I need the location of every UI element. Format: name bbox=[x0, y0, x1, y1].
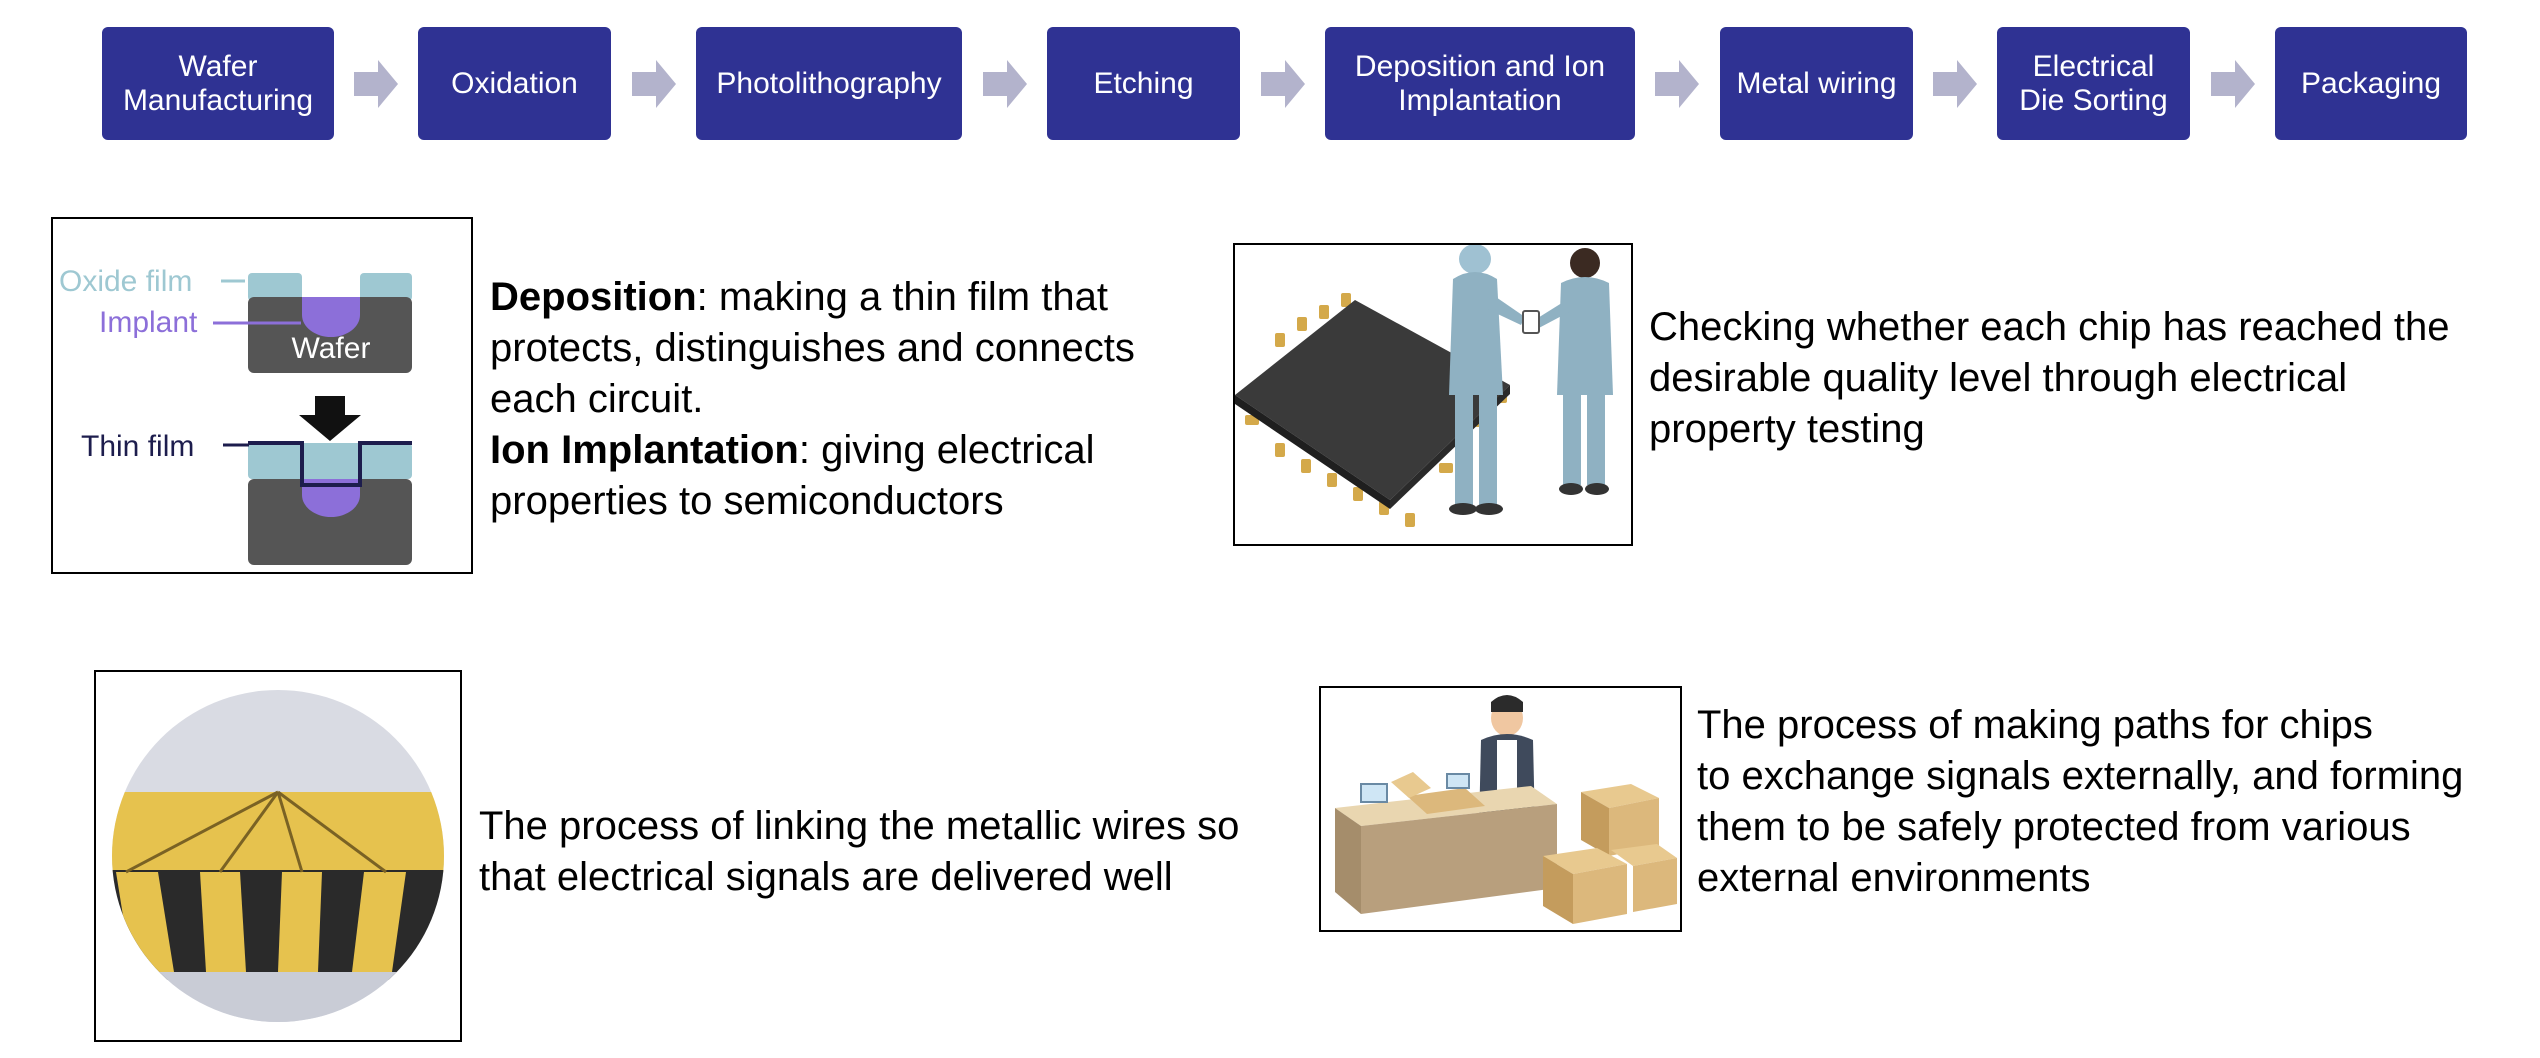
stacked-boxes-icon bbox=[1543, 784, 1677, 924]
step-oxidation: Oxidation bbox=[418, 27, 611, 140]
die-sorting-illustration bbox=[1233, 243, 1633, 546]
wafer-label: Wafer bbox=[292, 332, 371, 365]
oxide-film-left bbox=[248, 273, 302, 301]
tablet-icon bbox=[1522, 310, 1540, 334]
flow-arrow-icon bbox=[1261, 60, 1305, 108]
gold-layer bbox=[112, 792, 444, 872]
flow-arrow-icon bbox=[354, 60, 398, 108]
step-etching: Etching bbox=[1047, 27, 1240, 140]
die-sorting-description: Checking whether each chip has reached t… bbox=[1649, 305, 2450, 451]
step-electrical-die-sorting: Electrical Die Sorting bbox=[1997, 27, 2190, 140]
implant-region bbox=[302, 297, 360, 337]
oxide-film-right bbox=[360, 273, 412, 301]
implant-label: Implant bbox=[99, 306, 198, 339]
step-wafer-manufacturing: Wafer Manufacturing bbox=[102, 27, 334, 140]
flow-arrow-icon bbox=[1655, 60, 1699, 108]
oxide-film-label: Oxide film bbox=[59, 265, 192, 298]
deposition-term: Deposition bbox=[490, 275, 697, 319]
step-metal-wiring: Metal wiring bbox=[1720, 27, 1913, 140]
ion-implantation-term: Ion Implantation bbox=[490, 428, 799, 472]
metal-wiring-illustration bbox=[94, 670, 462, 1042]
worker-icon bbox=[1449, 245, 1525, 515]
step-photolithography: Photolithography bbox=[696, 27, 962, 140]
arrow-down-icon bbox=[299, 396, 361, 441]
packaging-illustration bbox=[1319, 686, 1682, 932]
flow-arrow-icon bbox=[983, 60, 1027, 108]
flow-arrow-icon bbox=[1933, 60, 1977, 108]
packaging-description: The process of making paths for chips to… bbox=[1697, 703, 2464, 900]
flow-arrow-icon bbox=[632, 60, 676, 108]
step-deposition-ion-implantation: Deposition and Ion Implantation bbox=[1325, 27, 1635, 140]
chip-icon bbox=[1235, 300, 1510, 500]
thin-film-label: Thin film bbox=[81, 430, 194, 463]
step-packaging: Packaging bbox=[2275, 27, 2467, 140]
open-box-icon bbox=[1407, 788, 1485, 814]
metal-wiring-description: The process of linking the metallic wire… bbox=[479, 804, 1240, 899]
flow-arrow-icon bbox=[2211, 60, 2255, 108]
thin-film-line bbox=[248, 441, 412, 487]
deposition-diagram: Wafer Oxide film Implant Thin film bbox=[51, 217, 473, 574]
deposition-description: Deposition: making a thin film that prot… bbox=[490, 275, 1135, 523]
